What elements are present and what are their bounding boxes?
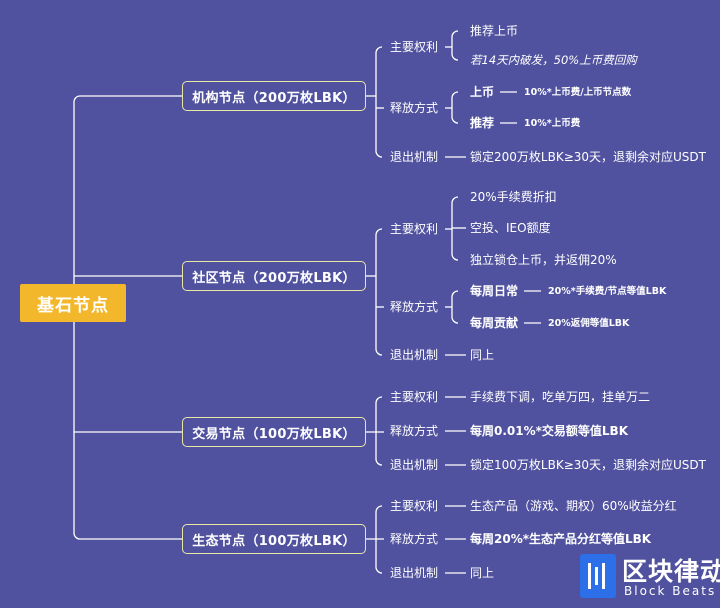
right-item: 空投、IEO额度 [470,221,551,235]
blockbeats-logo: 区块律动 Block Beats [580,552,720,608]
release-method-name: 每周日常 [470,284,519,298]
rights-label: 主要权利 [390,390,439,404]
release-method-desc: 10%*上币费 [524,118,581,129]
release-method-name: 上币 [470,85,495,99]
logo-english-text: Block Beats [624,584,717,598]
root-node: 基石节点 [20,284,126,322]
release-label: 释放方式 [390,101,439,115]
logo-chinese-text: 区块律动 [622,557,720,586]
exit-detail: 锁定200万枚LBK≥30天，退剩余对应USDT [470,150,706,164]
institution-node: 机构节点（200万枚LBK） [182,81,366,111]
right-item: 独立锁仓上币，并返佣20% [470,253,617,267]
release-method-name: 推荐 [470,116,495,130]
trading-node: 交易节点（100万枚LBK） [182,417,366,447]
exit-detail: 同上 [470,348,495,362]
release-method-name: 每周贡献 [470,316,519,330]
rights-label: 主要权利 [390,222,439,236]
release-method-desc: 20%*手续费/节点等值LBK [548,286,667,297]
right-item: 若14天内破发，50%上币费回购 [470,53,637,67]
right-item: 推荐上币 [470,24,519,38]
rights-label: 主要权利 [390,40,439,54]
exit-label: 退出机制 [390,458,439,472]
exit-label: 退出机制 [390,566,439,580]
exit-label: 退出机制 [390,348,439,362]
exit-detail: 同上 [470,566,495,580]
rights-label: 主要权利 [390,499,439,513]
right-item: 生态产品（游戏、期权）60%收益分红 [470,499,677,513]
community-node: 社区节点（200万枚LBK） [182,261,366,291]
release-detail: 每周20%*生态产品分红等值LBK [470,532,652,546]
release-detail: 每周0.01%*交易额等值LBK [470,424,628,438]
release-label: 释放方式 [390,532,439,546]
right-item: 20%手续费折扣 [470,190,557,204]
release-method-desc: 10%*上币费/上币节点数 [524,87,632,98]
release-method-desc: 20%返佣等值LBK [548,318,630,329]
exit-detail: 锁定100万枚LBK≥30天，退剩余对应USDT [470,458,706,472]
release-label: 释放方式 [390,424,439,438]
blockbeats-logo-icon [580,554,616,598]
ecosystem-node: 生态节点（100万枚LBK） [182,524,366,554]
release-label: 释放方式 [390,300,439,314]
exit-label: 退出机制 [390,150,439,164]
right-item: 手续费下调，吃单万四，挂单万二 [470,390,651,404]
